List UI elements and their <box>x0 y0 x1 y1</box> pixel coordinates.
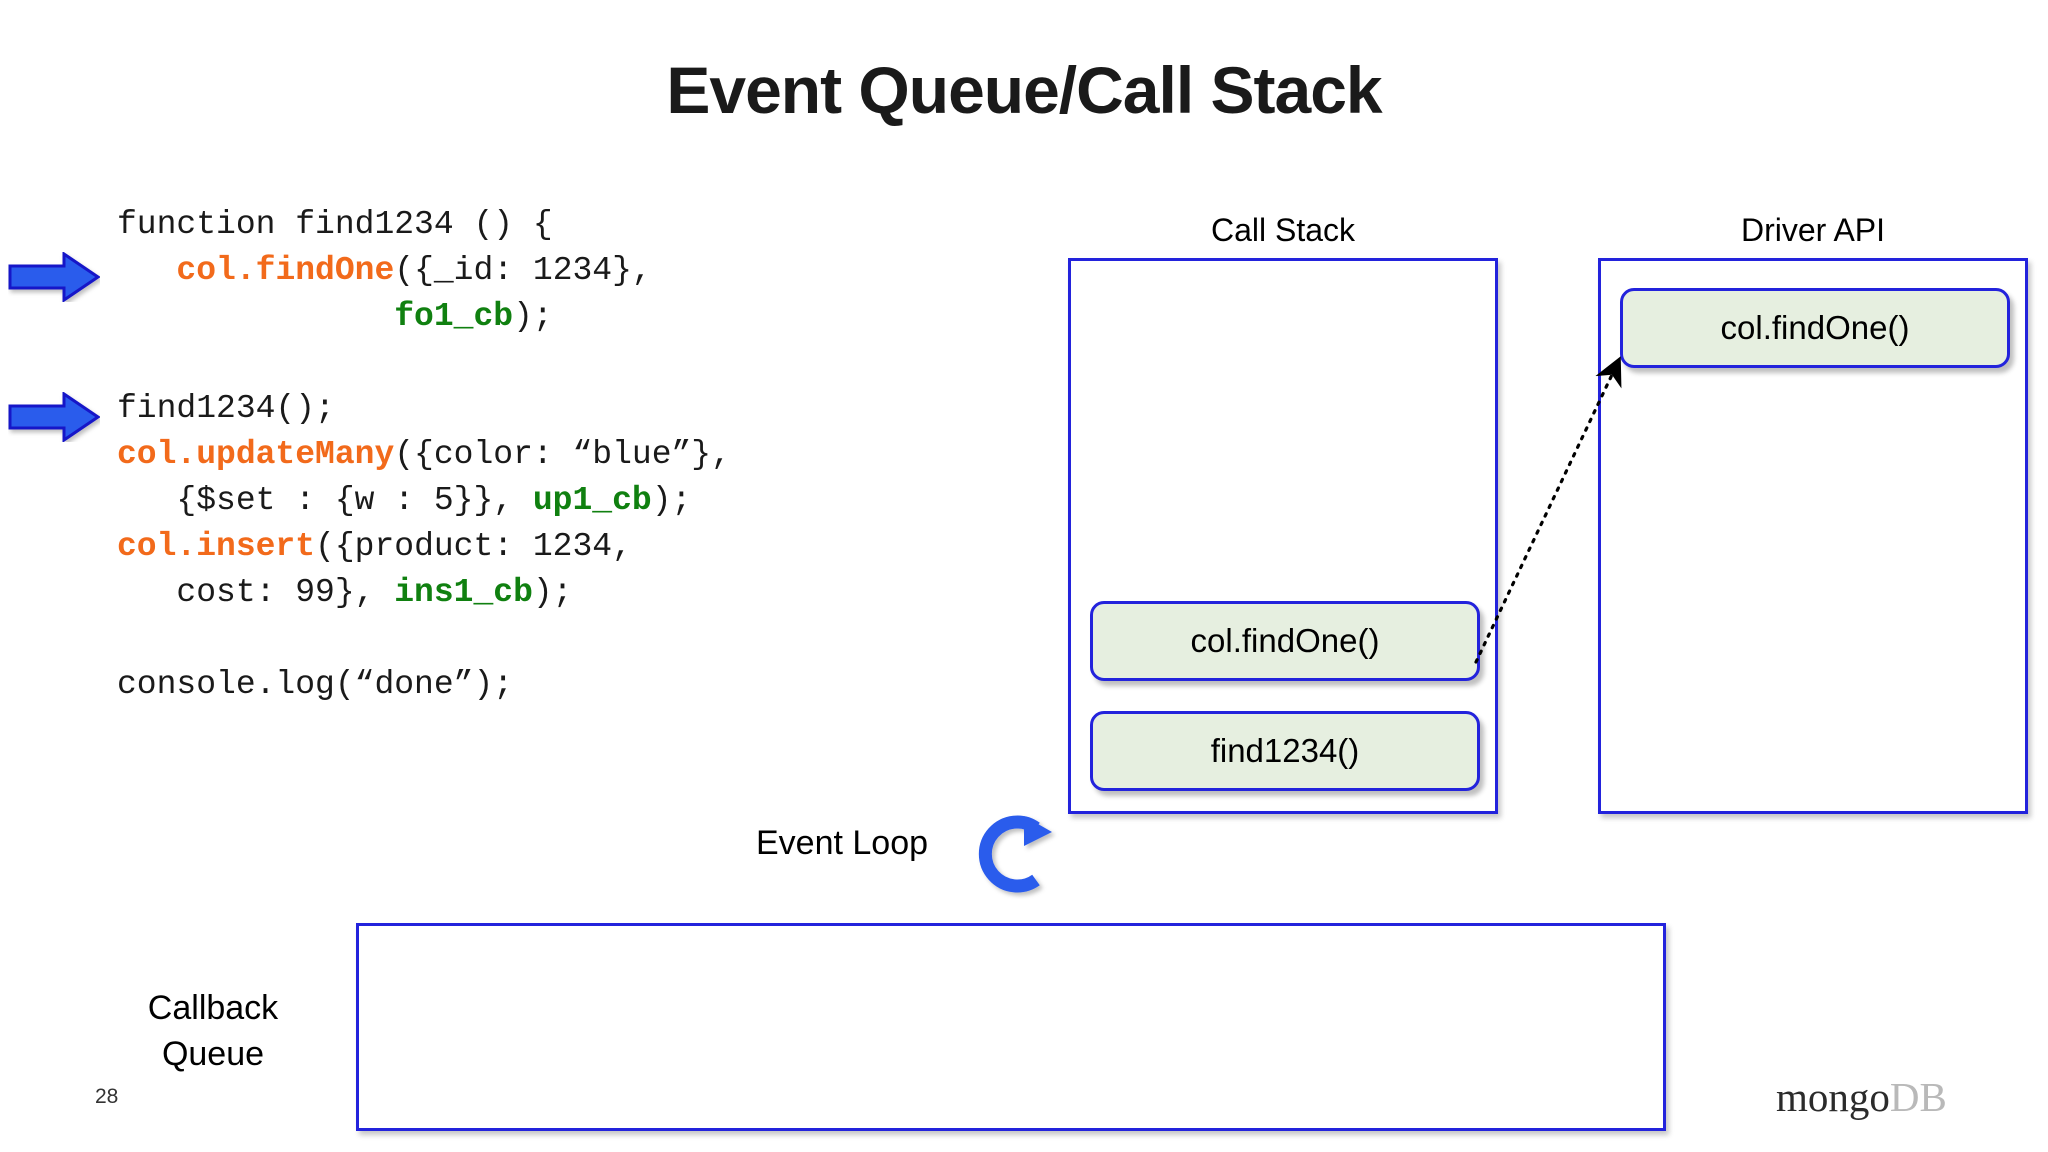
driver-api-label: Driver API <box>1740 212 1886 248</box>
stack-frame-label: col.findOne() <box>1190 622 1380 659</box>
code-token-plain <box>117 252 176 289</box>
page-number: 28 <box>95 1085 119 1108</box>
code-block: function find1234 () { col.findOne({_id:… <box>117 202 731 708</box>
right-arrow-icon <box>8 251 101 303</box>
code-line <box>117 616 731 662</box>
right-arrow-icon <box>8 391 101 443</box>
code-token-function: col.insert <box>117 528 316 565</box>
code-token-plain: ({product: 1234, <box>315 528 632 565</box>
code-token-callback: fo1_cb <box>394 298 514 335</box>
callback-queue-label: Callback Queue <box>98 985 328 1077</box>
code-token-plain: ); <box>532 574 573 611</box>
event-loop-label: Event Loop <box>756 824 929 862</box>
code-token-plain: ); <box>651 482 692 519</box>
code-token-callback: up1_cb <box>532 482 652 519</box>
logo-mongo-text: mongo <box>1776 1074 1890 1120</box>
code-line: cost: 99}, ins1_cb); <box>117 570 731 616</box>
code-token-plain: find1234(); <box>117 390 335 427</box>
code-line: col.insert({product: 1234, <box>117 524 731 570</box>
code-line: find1234(); <box>117 386 731 432</box>
callback-queue-label-line2: Queue <box>161 1035 265 1073</box>
code-line <box>117 340 731 386</box>
code-token-plain: console.log(“done”); <box>117 666 514 703</box>
code-line: function find1234 () { <box>117 202 731 248</box>
code-token-function: col.updateMany <box>117 436 395 473</box>
logo-db-text: DB <box>1889 1074 1947 1120</box>
code-token-plain: ); <box>513 298 553 335</box>
driver-api-frame-label: col.findOne() <box>1720 309 1910 346</box>
code-token-plain: function find1234 () { <box>117 206 553 243</box>
stack-frame[interactable]: col.findOne() <box>1090 601 1480 681</box>
stack-frame[interactable]: find1234() <box>1090 711 1480 791</box>
code-line: col.updateMany({color: “blue”}, <box>117 432 731 478</box>
page-title: Event Queue/Call Stack <box>666 53 1382 127</box>
code-token-plain: {$set : {w : 5}}, <box>117 482 533 519</box>
code-line: console.log(“done”); <box>117 662 731 708</box>
call-stack-label: Call Stack <box>1210 212 1356 248</box>
code-token-plain <box>117 298 394 335</box>
code-token-function: col.findOne <box>176 252 395 289</box>
code-token-plain: ({color: “blue”}, <box>394 436 731 473</box>
code-line: col.findOne({_id: 1234}, <box>117 248 731 294</box>
code-line: fo1_cb); <box>117 294 731 340</box>
stack-frame-label: find1234() <box>1210 732 1360 769</box>
code-token-plain: cost: 99}, <box>117 574 395 611</box>
driver-api-frame[interactable]: col.findOne() <box>1620 288 2010 368</box>
circular-arrow-icon <box>968 808 1060 900</box>
code-token-callback: ins1_cb <box>394 574 533 611</box>
mongodb-logo: mongoDB <box>1776 1073 1947 1121</box>
code-line: {$set : {w : 5}}, up1_cb); <box>117 478 731 524</box>
code-token-plain: ({_id: 1234}, <box>394 252 652 289</box>
callback-queue-label-line1: Callback <box>147 989 279 1027</box>
callback-queue-box <box>356 923 1666 1131</box>
